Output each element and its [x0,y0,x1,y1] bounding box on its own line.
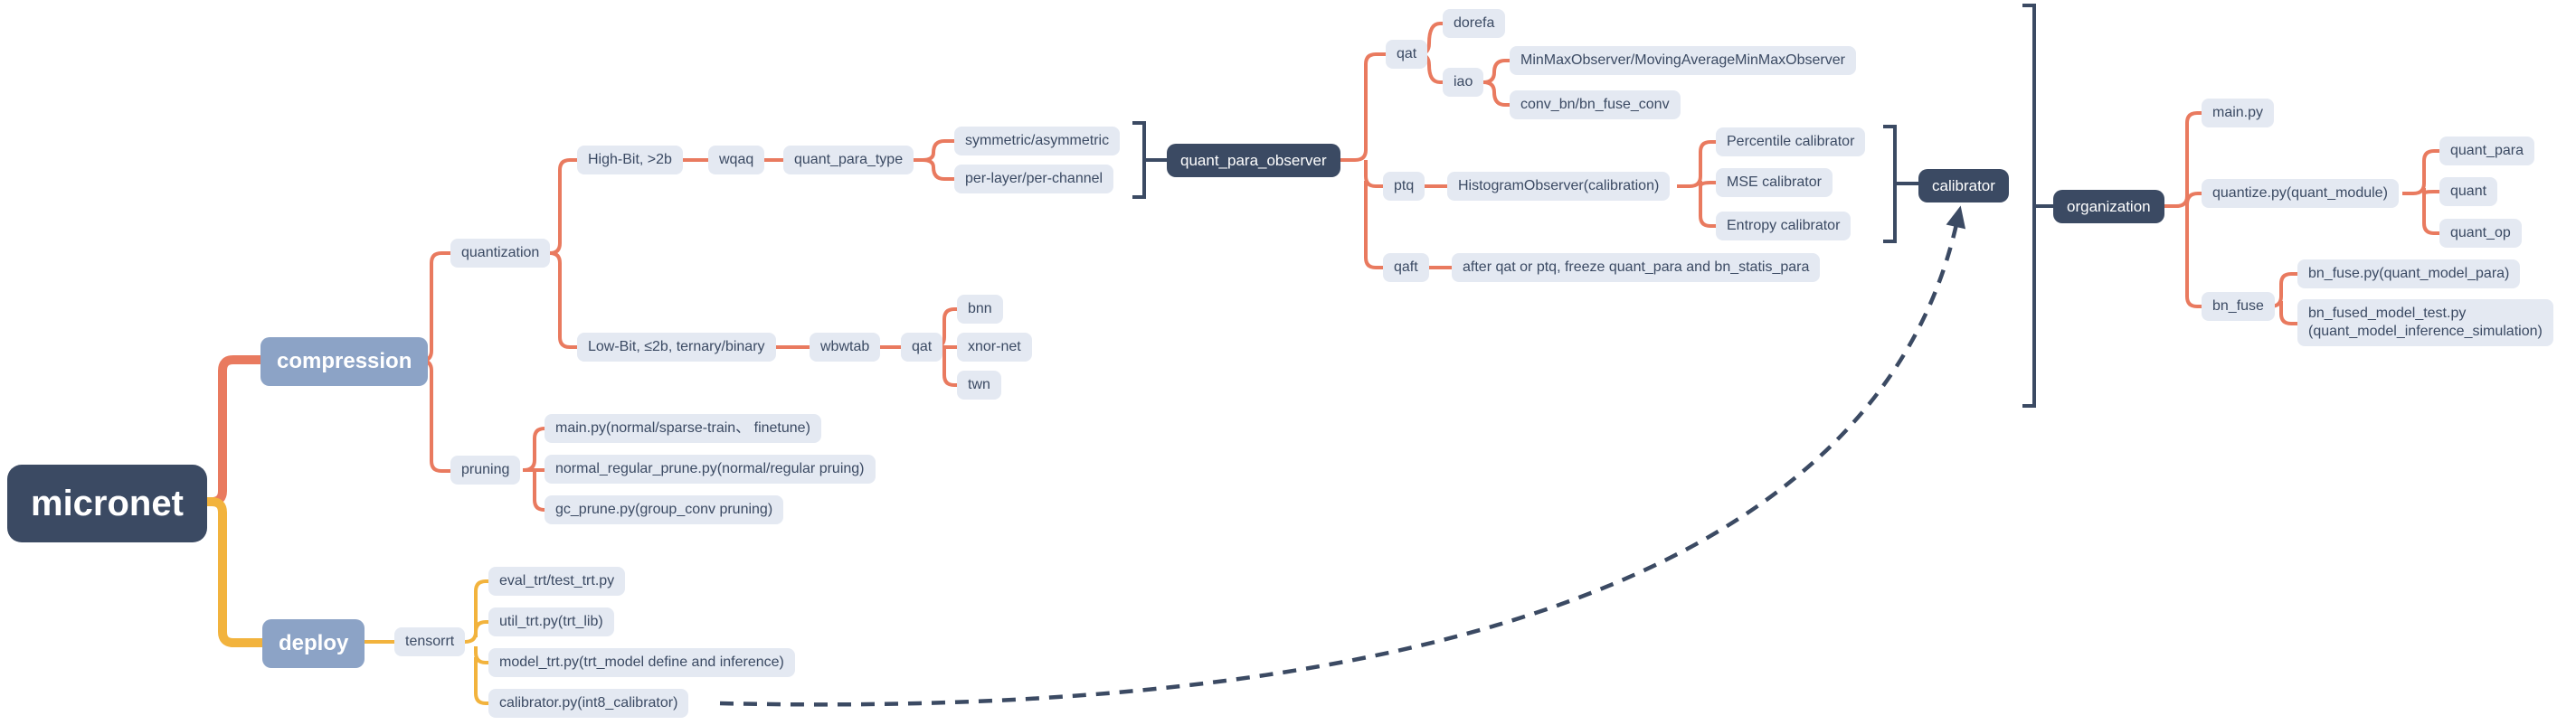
node-tensorrt[interactable]: tensorrt [394,627,466,656]
node-organization[interactable]: organization [2053,190,2164,223]
node-symmetric-asymmetric[interactable]: symmetric/asymmetric [954,127,1121,155]
node-calibrator[interactable]: calibrator [1918,169,2009,202]
node-util-trt[interactable]: util_trt.py(trt_lib) [488,607,614,636]
node-high-bit[interactable]: High-Bit, >2b [577,146,683,174]
node-quant-para-observer[interactable]: quant_para_observer [1167,144,1340,177]
node-quant-para[interactable]: quant_para [2439,137,2534,165]
node-deploy[interactable]: deploy [262,619,365,668]
branch-compression-line [203,355,266,506]
dashed-arrow-calibrator-link [719,205,1966,707]
node-ptq[interactable]: ptq [1383,172,1425,201]
node-org-main-py[interactable]: main.py [2202,99,2275,127]
node-xnor-net[interactable]: xnor-net [957,333,1032,362]
node-pruning[interactable]: pruning [450,456,521,485]
node-minmax-observer[interactable]: MinMaxObserver/MovingAverageMinMaxObserv… [1510,46,1856,75]
node-quant[interactable]: quant [2439,177,2498,206]
node-quant-para-type[interactable]: quant_para_type [783,146,914,174]
node-bnn[interactable]: bnn [957,295,1003,324]
node-twn[interactable]: twn [957,371,1001,400]
node-wqaq[interactable]: wqaq [708,146,765,174]
node-eval-trt[interactable]: eval_trt/test_trt.py [488,567,626,596]
node-calibrator-py[interactable]: calibrator.py(int8_calibrator) [488,689,689,718]
connectors-organization-subtree [2156,111,2448,325]
node-per-layer-per-channel[interactable]: per-layer/per-channel [954,165,1114,193]
node-pruning-main-py[interactable]: main.py(normal/sparse-train、 finetune) [545,414,821,443]
node-model-trt[interactable]: model_trt.py(trt_model define and infere… [488,648,795,677]
node-quantization[interactable]: quantization [450,239,551,268]
node-qaft[interactable]: qaft [1383,253,1429,282]
node-bn-fuse[interactable]: bn_fuse [2202,292,2275,321]
node-qat-low[interactable]: qat [901,333,943,362]
node-compression[interactable]: compression [260,337,429,386]
node-entropy-calibrator[interactable]: Entropy calibrator [1716,212,1852,240]
node-qaft-note[interactable]: after qat or ptq, freeze quant_para and … [1452,253,1821,282]
node-quantize-py[interactable]: quantize.py(quant_module) [2202,179,2399,208]
node-conv-bn[interactable]: conv_bn/bn_fuse_conv [1510,90,1681,119]
node-bn-fused-model-test[interactable]: bn_fused_model_test.py (quant_model_infe… [2297,299,2553,346]
node-normal-regular-prune[interactable]: normal_regular_prune.py(normal/regular p… [545,455,876,484]
node-dorefa[interactable]: dorefa [1443,9,1506,38]
node-gc-prune[interactable]: gc_prune.py(group_conv pruning) [545,495,784,524]
node-histogram-observer[interactable]: HistogramObserver(calibration) [1447,172,1671,201]
node-qat[interactable]: qat [1386,40,1428,69]
node-micronet[interactable]: micronet [7,465,207,542]
node-low-bit[interactable]: Low-Bit, ≤2b, ternary/binary [577,333,776,362]
node-bn-fuse-py[interactable]: bn_fuse.py(quant_model_para) [2297,259,2521,288]
node-wbwtab[interactable]: wbwtab [810,333,881,362]
node-percentile-calibrator[interactable]: Percentile calibrator [1716,127,1866,156]
node-iao[interactable]: iao [1443,68,1484,97]
node-mse-calibrator[interactable]: MSE calibrator [1716,168,1833,197]
branch-deploy-line [203,497,270,647]
node-quant-op[interactable]: quant_op [2439,219,2522,248]
